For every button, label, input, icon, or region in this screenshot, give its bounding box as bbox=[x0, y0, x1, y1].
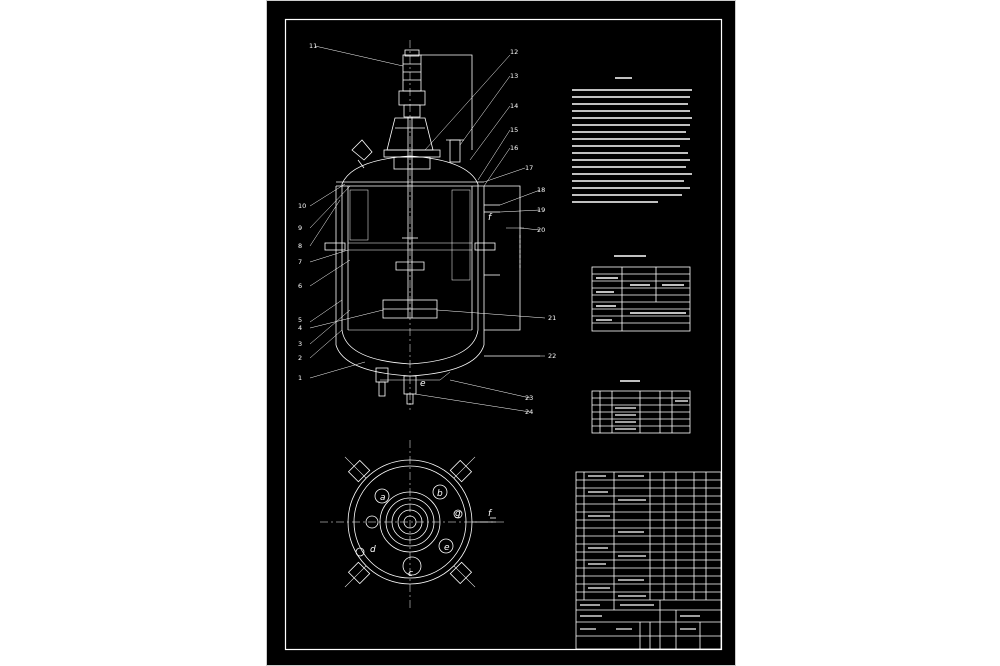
balloon-21: 21 bbox=[548, 314, 556, 322]
nozzle-table bbox=[591, 380, 691, 434]
balloon-17: 17 bbox=[525, 164, 533, 172]
technical-requirements-block bbox=[572, 77, 692, 203]
technical-characteristics-table bbox=[591, 255, 691, 332]
vessel-plan-view bbox=[320, 440, 505, 610]
balloon-24: 24 bbox=[525, 408, 533, 416]
frame-border bbox=[284, 18, 723, 651]
balloon-8: 8 bbox=[298, 242, 302, 250]
balloon-15: 15 bbox=[510, 126, 518, 134]
nozzle-letter-e-elevation: e bbox=[420, 379, 426, 389]
balloon-10: 10 bbox=[298, 202, 306, 210]
nozzle-letter-a: a bbox=[380, 493, 386, 503]
parts-list-title-block bbox=[575, 471, 722, 650]
nozzle-letter-f: f bbox=[488, 509, 493, 519]
balloon-4: 4 bbox=[298, 324, 302, 332]
balloon-6: 6 bbox=[298, 282, 302, 290]
balloon-2: 2 bbox=[298, 354, 302, 362]
balloon-16: 16 bbox=[510, 144, 518, 152]
balloon-23: 23 bbox=[525, 394, 533, 402]
balloon-14: 14 bbox=[510, 102, 518, 110]
balloon-11: 11 bbox=[309, 42, 317, 50]
balloon-20: 20 bbox=[537, 226, 545, 234]
nozzle-letter-f-elevation: f bbox=[488, 213, 493, 223]
balloon-12: 12 bbox=[510, 48, 518, 56]
balloon-22: 22 bbox=[548, 352, 556, 360]
nozzle-letter-c: c bbox=[408, 569, 413, 579]
balloon-7: 7 bbox=[298, 258, 302, 266]
balloon-9: 9 bbox=[298, 224, 302, 232]
balloon-1: 1 bbox=[298, 374, 302, 382]
drawing-sheet bbox=[266, 0, 736, 666]
balloon-13: 13 bbox=[510, 72, 518, 80]
balloon-18: 18 bbox=[537, 186, 545, 194]
balloon-labels: 11 12 13 14 15 16 17 18 19 20 21 22 23 2… bbox=[298, 42, 556, 416]
vessel-elevation-view bbox=[324, 40, 540, 410]
nozzle-letter-d: d bbox=[370, 545, 376, 555]
balloon-3: 3 bbox=[298, 340, 302, 348]
nozzle-letter-g: g bbox=[455, 509, 461, 519]
balloon-5: 5 bbox=[298, 316, 302, 324]
nozzle-letter-e: e bbox=[444, 543, 450, 553]
nozzle-letters: a b c d e f g f e bbox=[370, 213, 493, 579]
balloon-19: 19 bbox=[537, 206, 545, 214]
leader-lines bbox=[309, 45, 546, 413]
nozzle-letter-b: b bbox=[437, 489, 443, 499]
